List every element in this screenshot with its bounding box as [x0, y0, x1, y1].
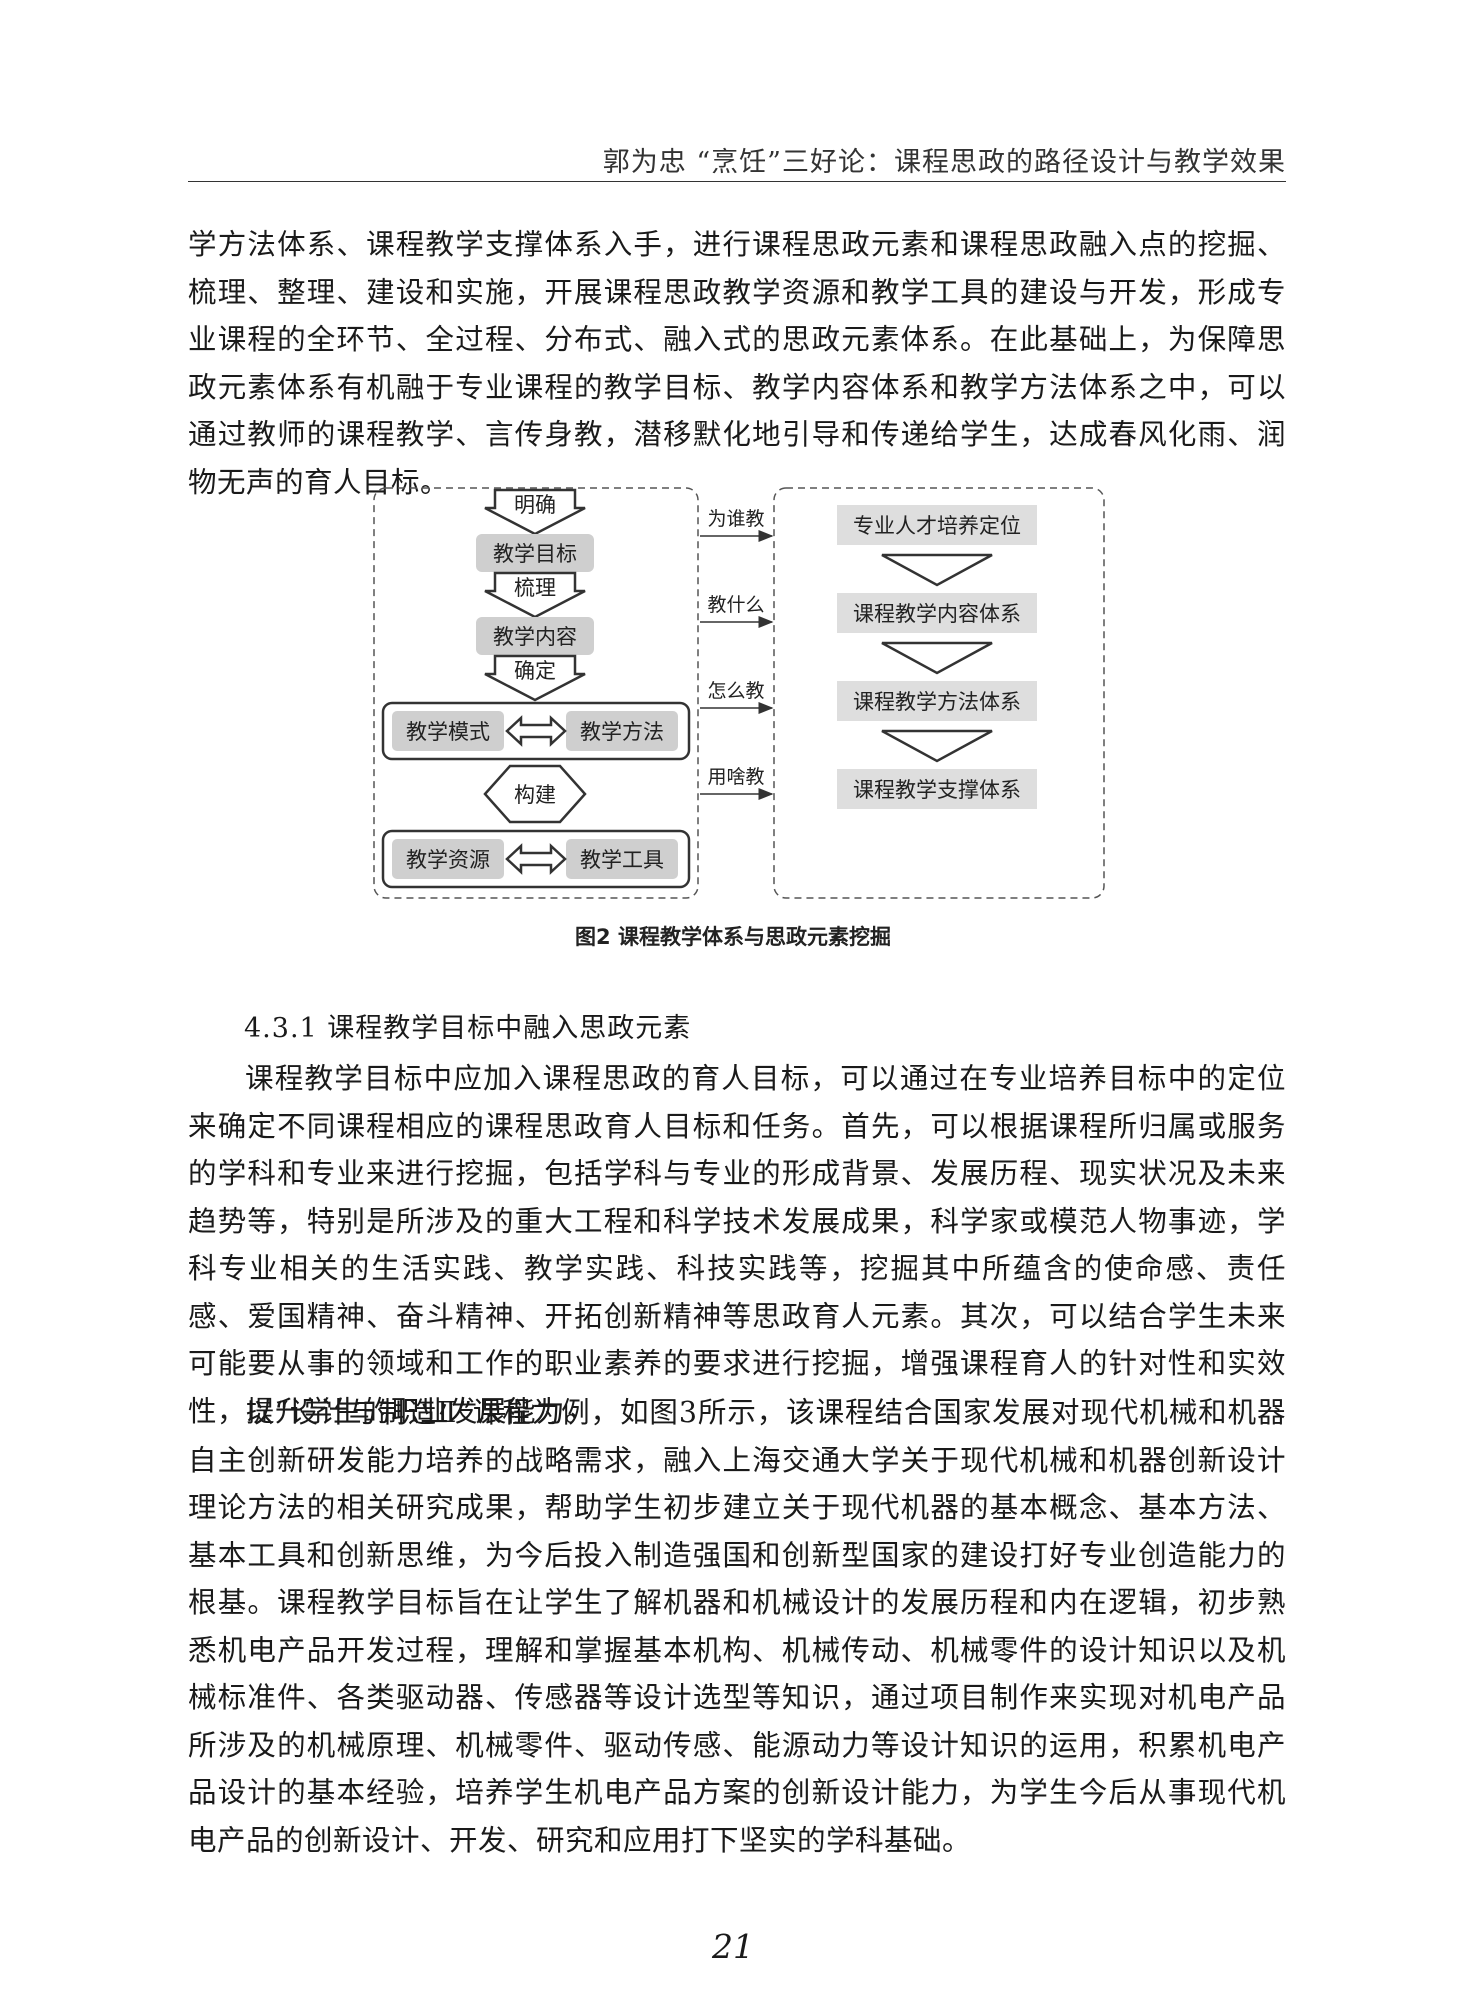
arrow-label-goujian: 构建	[514, 783, 556, 807]
box-teaching-method	[566, 711, 678, 751]
link-label-zenmejiao: 怎么教	[707, 680, 764, 702]
figure-2: 明确 教学目标 梳理 教学内容 确定 教学模式 教学方法 构建 教学资源 教学工…	[370, 482, 1110, 911]
link-label-weisheijiao: 为谁教	[707, 508, 764, 530]
figure-2-diagram: 明确 教学目标 梳理 教学内容 确定 教学模式 教学方法 构建 教学资源 教学工…	[373, 487, 1105, 899]
double-arrow-1	[505, 715, 567, 747]
left-dashed-container	[373, 487, 699, 899]
box-teaching-tool-label: 教学工具	[580, 848, 664, 872]
figure-caption: 图2 课程教学体系与思政元素挖掘	[575, 925, 891, 949]
header-rule	[188, 181, 1286, 182]
down-arrow-1	[881, 553, 993, 587]
box-content-system	[837, 593, 1037, 633]
paragraph-3: 以“设计与制造Ⅱ”课程为例，如图3所示，该课程结合国家发展对现代机械和机器自主创…	[188, 1396, 1286, 1857]
paragraph-2: 课程教学目标中应加入课程思政的育人目标，可以通过在专业培养目标中的定位来确定不同…	[188, 1062, 1286, 1428]
box-teaching-resource	[392, 839, 504, 879]
link-label-jiaoshenme: 教什么	[707, 594, 764, 616]
page-number: 21	[712, 1927, 754, 1966]
paragraph-1: 学方法体系、课程教学支撑体系入手，进行课程思政元素和课程思政融入点的挖掘、梳理、…	[188, 228, 1286, 499]
box-teaching-goal	[476, 534, 594, 572]
box-talent-positioning-label: 专业人才培养定位	[853, 514, 1021, 538]
chevron-arrow-2	[484, 571, 586, 619]
box-teaching-resource-label: 教学资源	[406, 848, 490, 872]
link-label-yongshajiao: 用啥教	[707, 766, 764, 788]
box-method-system-label: 课程教学方法体系	[853, 690, 1021, 714]
section-heading: 4.3.1 课程教学目标中融入思政元素	[244, 1013, 692, 1044]
chevron-arrow-1	[484, 488, 586, 536]
double-arrow-2	[505, 843, 567, 875]
arrow-label-queding: 确定	[514, 659, 556, 683]
box-teaching-mode	[392, 711, 504, 751]
box-talent-positioning	[837, 505, 1037, 545]
down-arrow-3	[881, 729, 993, 763]
box-teaching-goal-label: 教学目标	[493, 542, 577, 566]
bidirectional-arrow-goujian	[483, 764, 587, 824]
box-support-system-label: 课程教学支撑体系	[853, 778, 1021, 802]
box-method-system	[837, 681, 1037, 721]
box-teaching-content	[476, 617, 594, 655]
box-teaching-tool	[566, 839, 678, 879]
box-teaching-mode-label: 教学模式	[406, 720, 490, 744]
arrow-label-shuli: 梳理	[514, 576, 556, 600]
down-arrow-2	[881, 641, 993, 675]
box-support-system	[837, 769, 1037, 809]
box-teaching-content-label: 教学内容	[493, 625, 577, 649]
chevron-arrow-3	[484, 654, 586, 702]
box-content-system-label: 课程教学内容体系	[853, 602, 1021, 626]
box-teaching-method-label: 教学方法	[580, 720, 664, 744]
running-header: 郭为忠 “烹饪”三好论：课程思政的路径设计与教学效果	[602, 147, 1286, 178]
right-dashed-container	[773, 487, 1105, 899]
arrow-label-mingque: 明确	[514, 493, 556, 517]
